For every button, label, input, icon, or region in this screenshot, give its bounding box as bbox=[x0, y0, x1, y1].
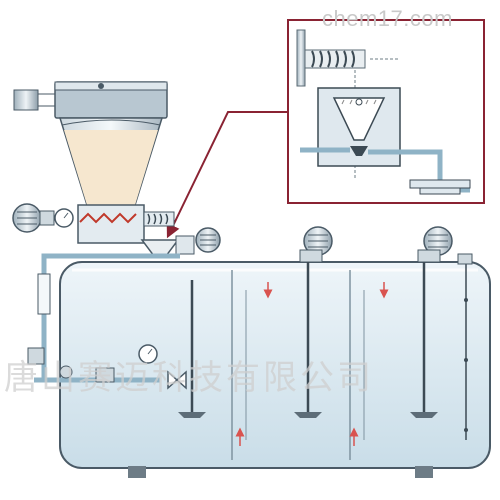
auger-feeder bbox=[12, 203, 175, 244]
inset-base bbox=[409, 179, 471, 189]
water-inlet-piping bbox=[27, 253, 187, 390]
agitator-1 bbox=[178, 280, 206, 418]
flange-plate bbox=[296, 29, 306, 87]
company-watermark: 唐山赛迈科技有限公司 bbox=[4, 358, 374, 398]
powder-hopper bbox=[13, 81, 168, 206]
agitator-2 bbox=[294, 226, 333, 418]
vibrator-motor bbox=[13, 89, 39, 111]
mixing-tank bbox=[59, 253, 491, 478]
funnel-ring bbox=[355, 98, 363, 106]
inset-detail-box bbox=[287, 19, 485, 204]
powder-fill bbox=[64, 130, 158, 205]
inset-nozzle bbox=[350, 146, 368, 156]
flow-arrows bbox=[235, 282, 389, 446]
screw-conveyor-tube bbox=[304, 49, 366, 69]
site-watermark: chem17.com bbox=[322, 6, 453, 31]
inset-funnel bbox=[332, 97, 386, 141]
valve-icon bbox=[167, 370, 187, 390]
flowmeter bbox=[37, 273, 51, 315]
agitator-3 bbox=[410, 226, 453, 418]
detail-callout-arrow bbox=[166, 111, 288, 239]
wetting-funnel bbox=[140, 227, 221, 257]
screw-flights bbox=[311, 50, 355, 68]
